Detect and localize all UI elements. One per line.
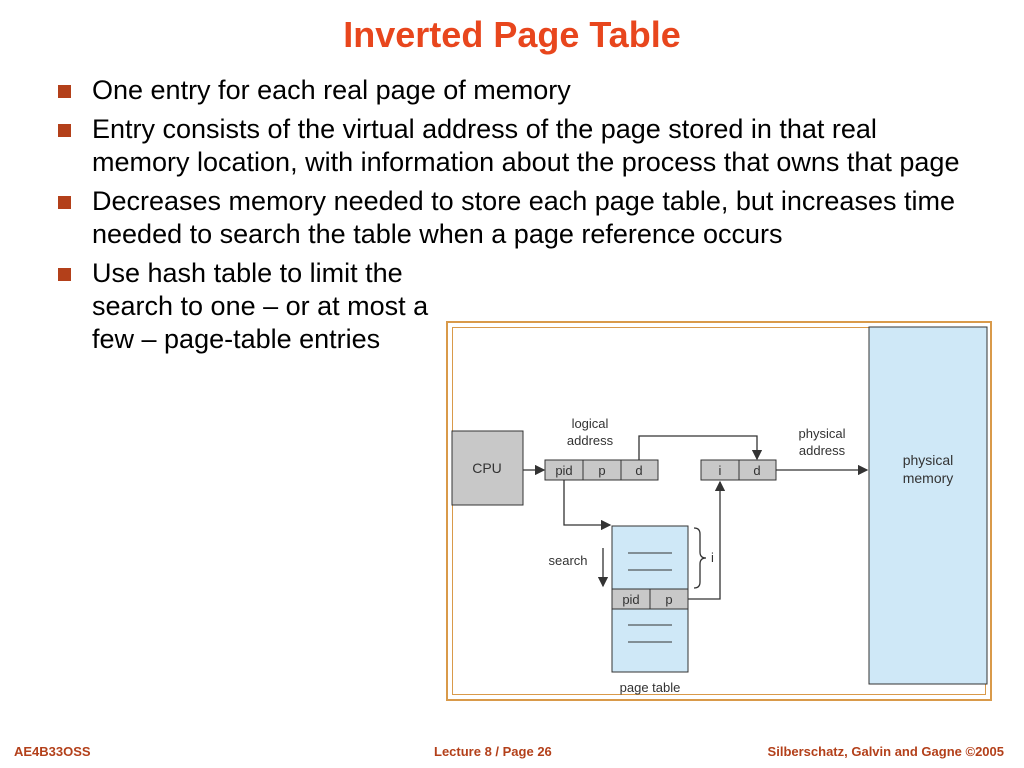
- bullet-text: Entry consists of the virtual address of…: [92, 114, 960, 177]
- bullet-text: Use hash table to limit the search to on…: [92, 258, 429, 354]
- bullet-text: Decreases memory needed to store each pa…: [92, 186, 955, 249]
- inverted-page-table-figure: [446, 321, 992, 701]
- footer-page: Lecture 8 / Page 26: [434, 744, 552, 759]
- bullet-square-icon: [58, 124, 71, 137]
- bullet-square-icon: [58, 196, 71, 209]
- footer-course: AE4B33OSS: [14, 744, 91, 759]
- bullet-text: One entry for each real page of memory: [92, 75, 571, 105]
- bullet-item: Use hash table to limit the search to on…: [56, 257, 472, 356]
- bullet-item: Entry consists of the virtual address of…: [56, 113, 976, 179]
- footer-copyright: Silberschatz, Galvin and Gagne ©2005: [767, 744, 1004, 759]
- bullet-list: One entry for each real page of memory E…: [56, 74, 976, 362]
- slide-title: Inverted Page Table: [343, 14, 681, 55]
- bullet-item: One entry for each real page of memory: [56, 74, 976, 107]
- bullet-square-icon: [58, 268, 71, 281]
- bullet-item: Decreases memory needed to store each pa…: [56, 185, 976, 251]
- bullet-square-icon: [58, 85, 71, 98]
- figure-inner-border: [452, 327, 986, 695]
